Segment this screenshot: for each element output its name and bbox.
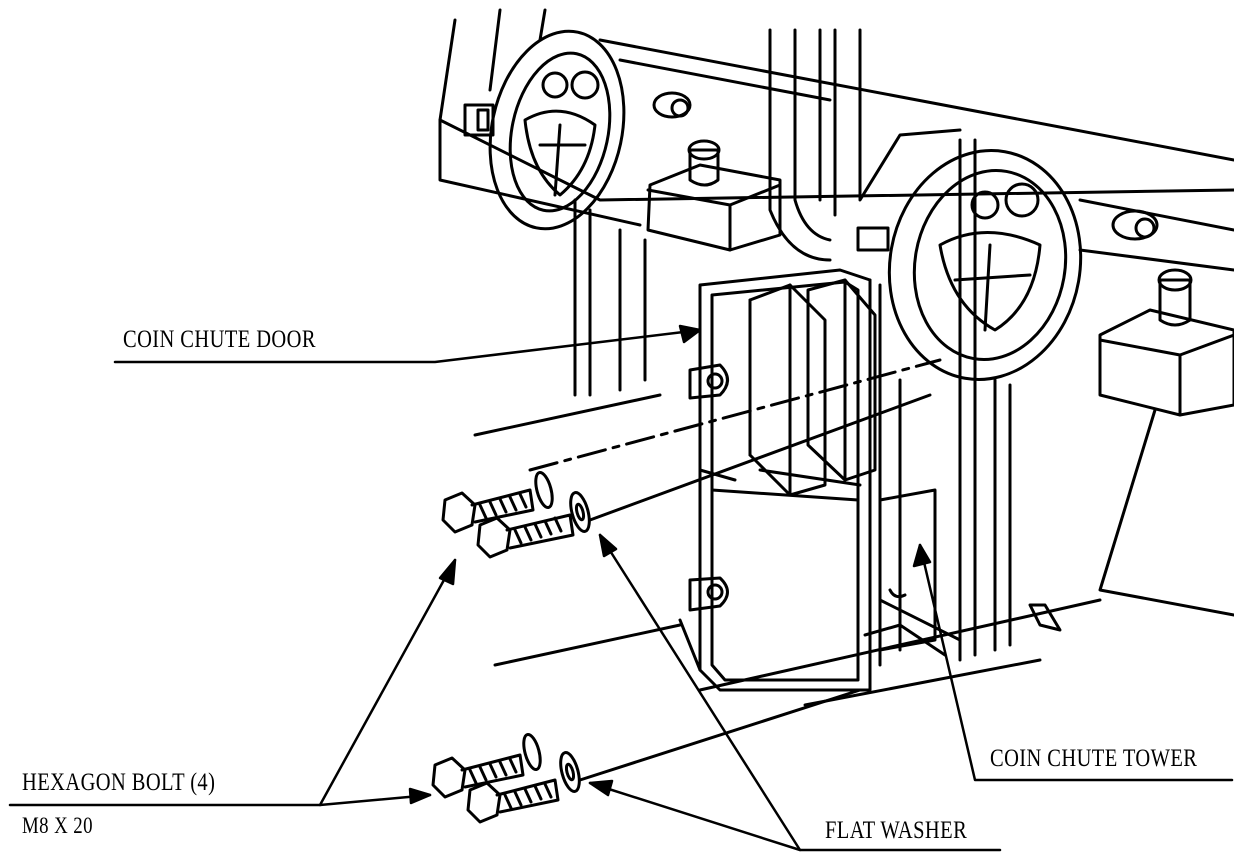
right-joystick-block	[1098, 268, 1234, 417]
front-edge-line-lower	[493, 623, 682, 667]
right-panel-switch	[856, 226, 890, 252]
cabinet-right-edge	[1098, 408, 1234, 617]
leader-lines	[8, 324, 1234, 852]
cabinet-base-line	[698, 598, 1102, 692]
cabinet-base-line-2	[803, 658, 1042, 707]
right-steering-wheel	[887, 149, 1083, 381]
hexagon-bolt-label: HEXAGON BOLT (4)	[22, 769, 216, 796]
coin-chute-tower-structure	[768, 28, 1012, 667]
lower-hex-bolts	[431, 733, 581, 824]
flat-washer-label: FLAT WASHER	[825, 817, 968, 844]
front-edge-line	[473, 393, 662, 437]
left-steering-wheel	[488, 29, 626, 231]
lower-bolt-axis	[578, 688, 862, 782]
coin-chute-door-label: COIN CHUTE DOOR	[123, 326, 316, 353]
control-panel-outline	[438, 8, 1234, 397]
cabinet-foot	[1028, 603, 1062, 632]
left-joystick-block	[646, 139, 782, 252]
coin-chute-tower-label: COIN CHUTE TOWER	[990, 745, 1198, 772]
center-line	[528, 358, 942, 472]
coin-chute-door	[688, 268, 877, 692]
upper-bolt-axis	[588, 393, 932, 522]
front-edge-connector	[678, 618, 702, 672]
left-panel-switch	[463, 103, 495, 137]
right-start-button-inner	[1134, 217, 1156, 239]
left-start-button	[652, 91, 692, 119]
upper-hex-bolts	[441, 471, 591, 559]
bolt-size-label: M8 X 20	[22, 813, 93, 838]
right-start-button	[1111, 209, 1159, 241]
left-start-button-inner	[670, 98, 690, 118]
